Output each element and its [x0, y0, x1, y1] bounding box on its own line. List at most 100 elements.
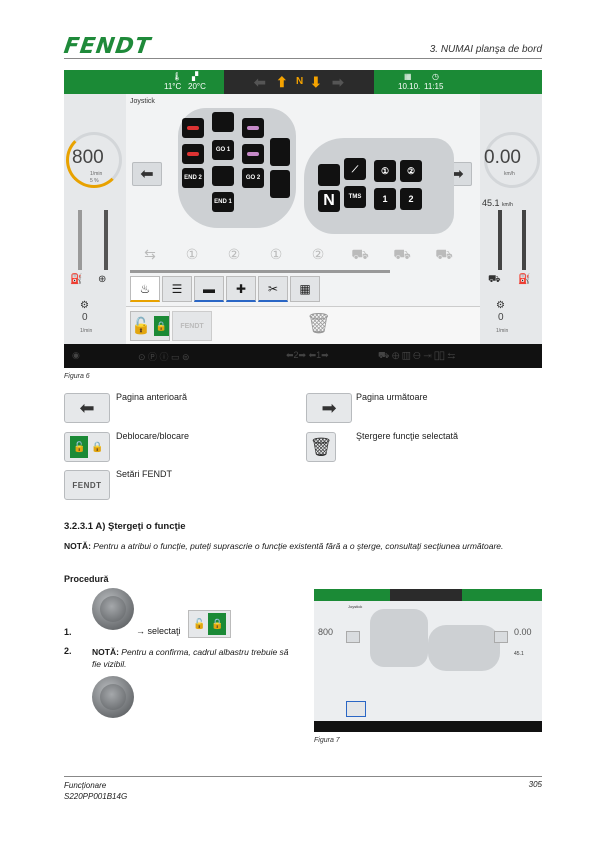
joystick-btn-6[interactable] — [242, 144, 264, 164]
note-text: Pentru a atribui o funcţie, puteţi supra… — [90, 541, 504, 551]
tab-implement[interactable]: ✂ — [258, 276, 288, 302]
speed-range-value: 45.1 — [482, 198, 500, 208]
fig7-screen: Joystick 800 0.00 45.1 — [314, 601, 542, 721]
fuel-pump-icon: ⛽ — [518, 274, 531, 285]
bottom-status-bar: ◉ ⊙ Ⓟ ⓘ ▭ ⊜ ⬅2➡ ⬅1➡ ⛟ ⊕ ▥ ⊖ ⇥ ▯▯ ⇆ — [64, 344, 542, 368]
function-icon-2[interactable]: ① — [185, 246, 199, 262]
outside-temp: 11°C — [164, 82, 182, 91]
armrest-memory-2[interactable]: 2 — [400, 188, 422, 210]
end1-sub: 1 — [228, 199, 232, 205]
legend-trash-button: 🗑 — [306, 432, 336, 462]
fig7-armrest — [428, 625, 500, 671]
trash-icon[interactable]: 🗑 — [306, 313, 332, 335]
tab-engine[interactable]: ♨ — [130, 276, 160, 302]
joystick-end1-button[interactable]: END 1 — [212, 192, 234, 212]
step-2-label: NOTĂ: — [92, 647, 119, 657]
confirm-knob-icon — [92, 676, 134, 718]
armrest-btn-4[interactable]: ② — [400, 160, 422, 182]
tms-button[interactable]: TMS — [344, 186, 366, 208]
function-icon-1[interactable]: ⇆ — [144, 246, 156, 262]
status-icons-right: ⛟ ⊕ ▥ ⊖ ⇥ ▯▯ ⇆ — [378, 350, 456, 360]
left-instrument-column: 800 1/min 5 % ⛽ ⊕ ⚙ 0 1/min — [64, 94, 126, 344]
function-icon-3[interactable]: ② — [227, 246, 241, 262]
joystick-btn-3[interactable] — [242, 118, 264, 138]
step-1-lock-icon: 🔒 — [208, 613, 227, 635]
joystick-side-btn-1[interactable] — [270, 138, 290, 166]
function-icon-4[interactable]: ① — [269, 246, 283, 262]
reverse-arrow-icon: ⬇ — [310, 74, 322, 90]
joystick-btn-4[interactable] — [182, 144, 204, 164]
section-header: 3. NUMAI planşa de bord — [429, 44, 542, 55]
fuel-icon: ⛽ — [70, 274, 83, 285]
end2-sub: 2 — [198, 175, 202, 181]
joystick-config-panel: Joystick ⬅ ➡ GO 1 END 2 GO 2 END 1 ⟋ — [126, 94, 480, 344]
go2-sub: 2 — [256, 175, 261, 181]
scroll-strip[interactable] — [130, 270, 390, 273]
legend-next-button: ➡ — [306, 393, 352, 423]
tab-hydraulics[interactable]: ▬ — [194, 276, 224, 302]
fig7-next-button — [494, 631, 508, 643]
adblue-bar — [104, 210, 108, 270]
function-icon-6[interactable]: ⛟ — [351, 246, 369, 262]
pto-left-unit: 1/min — [80, 328, 93, 334]
end1-label: END — [214, 199, 227, 205]
armrest-btn-1[interactable] — [318, 164, 340, 186]
step-2-number: 2. — [64, 646, 72, 656]
function-icon-5[interactable]: ② — [311, 246, 325, 262]
armrest-btn-3[interactable]: ① — [374, 160, 396, 182]
thermometer-icon: 🌡 — [172, 72, 183, 81]
armrest-graphic: ⟋ ① ② N TMS 1 2 — [304, 138, 454, 234]
joystick-side-btn-2[interactable] — [270, 170, 290, 198]
legend-fendt-text: Setări FENDT — [116, 469, 173, 479]
legend-previous-text: Pagina anterioară — [116, 392, 188, 402]
ground-speed-value: 0.00 — [484, 147, 521, 168]
calendar-icon: ▦ — [404, 72, 412, 81]
clock-icon: ◷ — [432, 72, 439, 81]
pto-front-icon: ⚙ — [496, 300, 505, 311]
step-1-text: → selectaţi — [136, 626, 181, 636]
step-1-number: 1. — [64, 627, 72, 637]
adblue-icon: ⊕ — [98, 274, 107, 285]
tab-lights[interactable]: ☰ — [162, 276, 192, 302]
lock-unlock-button[interactable]: 🔓 🔒 — [130, 311, 170, 341]
procedure-heading: Procedură — [64, 574, 109, 584]
previous-page-button[interactable]: ⬅ — [132, 162, 162, 186]
pto-left-value: 0 — [82, 312, 88, 323]
legend-lock-button: 🔓🔒 — [64, 432, 110, 462]
function-icon-8[interactable]: ⛟ — [435, 246, 453, 262]
legend-fendt-button: FENDT — [64, 470, 110, 500]
gear-letter: N — [296, 76, 304, 87]
fig7-title: Joystick — [348, 604, 363, 609]
neutral-button[interactable]: N — [318, 190, 340, 212]
tractor-icon: ⛟ — [488, 274, 501, 285]
armrest-btn-2[interactable]: ⟋ — [344, 158, 366, 180]
joystick-go1-button[interactable]: GO 1 — [212, 140, 234, 160]
joystick-go2-button[interactable]: GO 2 — [242, 168, 264, 188]
engine-speed-value: 800 — [72, 147, 104, 168]
unlock-icon: 🔓 — [131, 318, 151, 335]
go1-label: GO — [215, 147, 226, 153]
rotary-knob-icon — [92, 588, 134, 630]
arrow-left-icon: ⬅ — [254, 74, 266, 90]
step-1-lock-button: 🔓🔒 — [188, 610, 232, 638]
joystick-btn-1[interactable] — [182, 118, 204, 138]
function-icon-7[interactable]: ⛟ — [393, 246, 411, 262]
joystick-end2-button[interactable]: END 2 — [182, 168, 204, 188]
fendt-settings-button[interactable]: FENDT — [172, 311, 212, 341]
page-number: 305 — [528, 780, 542, 789]
time: 11:15 — [424, 82, 444, 91]
joystick-btn-8[interactable] — [212, 166, 234, 186]
tab-steering[interactable]: ✚ — [226, 276, 256, 302]
armrest-memory-1[interactable]: 1 — [374, 188, 396, 210]
function-row: ⇆ ① ② ① ② ⛟ ⛟ ⛟ — [126, 246, 480, 270]
joystick-btn-2[interactable] — [212, 112, 234, 132]
forward-arrow-icon: ⬆ — [276, 74, 288, 90]
direction-indicators: ⬅2➡ ⬅1➡ — [286, 350, 329, 360]
tab-grid[interactable]: ▦ — [290, 276, 320, 302]
section-title: 3.2.3.1 A) Ştergeţi o funcţie — [64, 521, 186, 532]
fig7-right-value: 0.00 — [514, 627, 532, 637]
figure-7-caption: Figura 7 — [314, 737, 340, 744]
pto-rear-icon: ⚙ — [80, 300, 89, 311]
speed-bar-1 — [498, 210, 502, 270]
figure-7-screenshot: Joystick 800 0.00 45.1 — [314, 589, 542, 732]
